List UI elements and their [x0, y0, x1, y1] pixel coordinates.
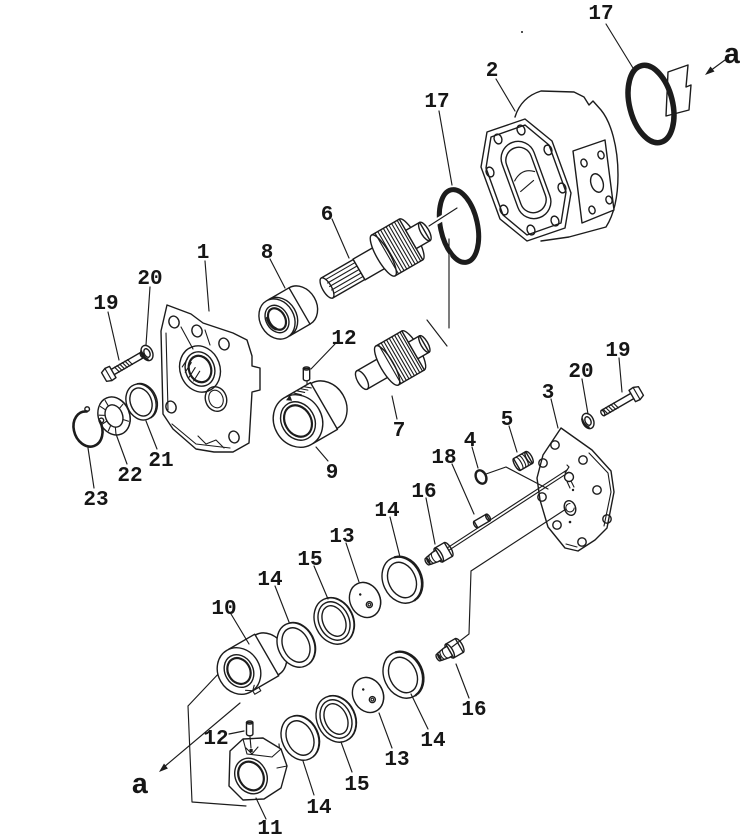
pilot-line: [437, 464, 570, 557]
callout-21: 21: [148, 450, 173, 473]
callout-13-r1: 13: [329, 526, 354, 549]
callout-labels: 17 a 2 17 6 1 8 20 19 12 21 22 23 9 7 3 …: [83, 3, 740, 836]
callout-22: 22: [117, 465, 142, 488]
callout-1: 1: [197, 242, 210, 265]
part-18-pin: [472, 513, 492, 529]
part-8-bearing: [258, 285, 319, 340]
callout-7: 7: [393, 420, 406, 443]
callout-6: 6: [321, 204, 334, 227]
callout-16-lower: 16: [461, 699, 486, 722]
callout-a-top: a: [723, 39, 740, 72]
part-9-bushing: [272, 380, 348, 448]
part-19-bolt-right: [600, 385, 645, 417]
callout-14-r1-left: 14: [257, 569, 282, 592]
callout-8: 8: [261, 242, 274, 265]
callout-20-left: 20: [137, 268, 162, 291]
callout-20-right: 20: [568, 361, 593, 384]
part-4-o-ring-small: [474, 469, 488, 485]
part-16-fitting-lower: [435, 637, 465, 662]
part-17-o-ring-middle: [426, 187, 482, 347]
part-17-o-ring-top: [625, 62, 692, 146]
part-3-cover-plate: [536, 427, 615, 552]
callout-14-r2-left: 14: [306, 797, 331, 820]
part-7-driven-gear: [354, 330, 431, 391]
part-13-disc-r1: [348, 581, 382, 619]
part-12-pin-lower: [245, 720, 254, 749]
callout-17-mid: 17: [424, 91, 449, 114]
callout-a-bottom: a: [131, 769, 148, 802]
part-16-fitting-upper: [424, 541, 454, 566]
callout-3: 3: [542, 382, 555, 405]
callout-2: 2: [486, 60, 499, 83]
part-14-ring-r1-left: [276, 621, 317, 668]
callout-14-r1-right: 14: [374, 500, 399, 523]
callout-11: 11: [257, 818, 282, 836]
part-20-washer-right: [581, 412, 595, 430]
part-6-gear-shaft: [319, 218, 432, 299]
callout-19-right: 19: [605, 340, 630, 363]
part-15-ring-r1: [313, 596, 356, 645]
callout-15-r2: 15: [344, 774, 369, 797]
callout-12-top: 12: [331, 328, 356, 351]
callout-16-upper: 16: [411, 481, 436, 504]
callout-12-bottom: 12: [203, 728, 228, 751]
callout-17-top: 17: [588, 3, 613, 26]
leader-lines: [87, 23, 726, 820]
part-15-ring-r2: [315, 694, 358, 743]
callout-4: 4: [464, 430, 477, 453]
part-14-ring-r2-left: [280, 714, 321, 761]
callout-18: 18: [431, 447, 456, 470]
callout-23: 23: [83, 489, 108, 512]
callout-19-left: 19: [93, 293, 118, 316]
part-14-ring-r1-right: [381, 555, 424, 604]
callout-5: 5: [501, 409, 514, 432]
part-1-mounting-flange: [160, 304, 261, 453]
part-14-ring-r2-right: [382, 650, 425, 699]
callout-14-r2-right: 14: [420, 730, 445, 753]
part-2-pump-housing: [480, 31, 619, 242]
part-13-disc-r2: [351, 676, 385, 714]
callout-10: 10: [211, 598, 236, 621]
part-19-bolt-left: [100, 351, 145, 383]
part-23-snap-ring: [72, 406, 105, 448]
part-11-bushing-block: [228, 737, 288, 801]
callout-13-r2: 13: [384, 749, 409, 772]
part-5-plug: [512, 450, 534, 472]
callout-9: 9: [326, 462, 339, 485]
part-22-backup-ring: [97, 396, 131, 436]
section-plane-bottom: [187, 652, 283, 807]
callout-15-r1: 15: [297, 549, 322, 572]
